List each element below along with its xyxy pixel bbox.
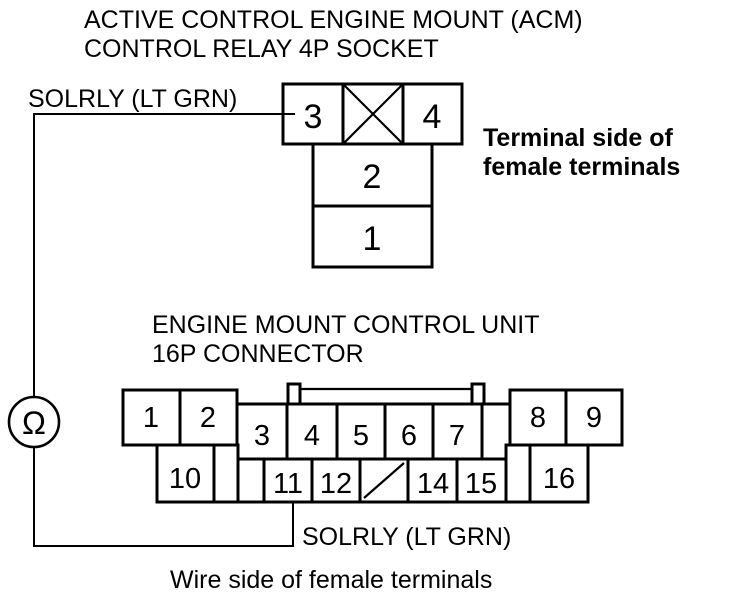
relay-cell-4	[401, 82, 464, 146]
unit-title-line1: ENGINE MOUNT CONTROL UNIT	[152, 311, 540, 339]
unit-title-line2: 16P CONNECTOR	[152, 340, 364, 368]
relay-side-note-line1: Terminal side of	[483, 124, 674, 152]
relay-cell-2	[311, 142, 434, 208]
pin-cell-blank-b	[236, 457, 266, 504]
relay-title-line1: ACTIVE CONTROL ENGINE MOUNT (ACM)	[84, 6, 583, 34]
pin-10: 10	[169, 463, 201, 495]
relay-socket: 3 4 2 1	[281, 82, 464, 269]
pin-cell-16	[528, 443, 590, 504]
pin-1: 1	[143, 402, 159, 434]
relay-wire-label: SOLRLY (LT GRN)	[28, 85, 237, 113]
pin-cell-13-slash	[363, 462, 405, 499]
pin-cell-6	[383, 402, 435, 461]
test-lead-lower	[33, 448, 294, 547]
pin-14: 14	[417, 468, 449, 500]
relay-blank-cross-b	[342, 83, 404, 145]
unit-wire-label: SOLRLY (LT GRN)	[302, 523, 511, 551]
pin-16: 16	[543, 463, 575, 495]
pin-15: 15	[465, 468, 497, 500]
pin-cell-4	[285, 402, 339, 461]
pin-2: 2	[200, 402, 216, 434]
relay-terminal-4: 4	[423, 98, 442, 136]
relay-terminal-3: 3	[304, 98, 323, 136]
pin-cell-14	[406, 457, 459, 504]
pin-cell-10	[155, 443, 216, 504]
pin-3: 3	[254, 420, 270, 452]
relay-side-note-line2: female terminals	[483, 153, 680, 181]
pin-cell-1	[121, 388, 182, 447]
unit-footer-note: Wire side of female terminals	[170, 566, 492, 594]
relay-terminal-1: 1	[363, 220, 382, 258]
unit-connector: 1 2 3 4 5 6 7 8 9 10 11 12 14 15 16	[121, 382, 624, 504]
pin-8: 8	[530, 402, 546, 434]
pin-5: 5	[353, 420, 369, 452]
pin-9: 9	[586, 402, 602, 434]
relay-title-line2: CONTROL RELAY 4P SOCKET	[84, 35, 439, 63]
relay-cell-1	[311, 204, 434, 269]
test-lead-upper	[33, 113, 295, 396]
relay-terminal-2: 2	[363, 158, 382, 196]
pin-6: 6	[401, 420, 417, 452]
pin-cell-blank-c	[504, 443, 532, 504]
pin-12: 12	[320, 468, 352, 500]
pin-cell-12	[310, 457, 362, 504]
pin-11: 11	[273, 468, 303, 500]
ohm-symbol: Ω	[22, 405, 46, 441]
ohmmeter-icon	[7, 395, 61, 449]
pin-7: 7	[449, 420, 465, 452]
pin-4: 4	[304, 420, 320, 452]
pin-cell-9	[564, 388, 624, 447]
pin-cell-blank-a	[212, 443, 240, 504]
